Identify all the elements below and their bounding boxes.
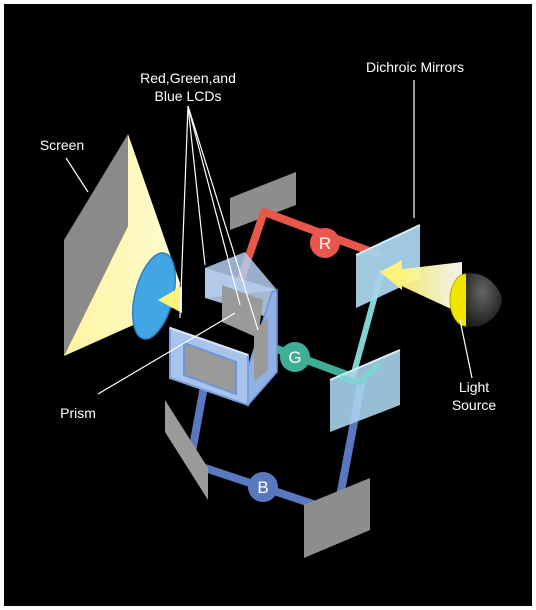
prism-label: Prism (60, 405, 96, 421)
light-beam-arrow (380, 260, 402, 290)
blue-mirror-bottom (304, 478, 370, 558)
prism-pointer (97, 312, 236, 395)
screen-label: Screen (40, 137, 84, 153)
dichroic-mirror-upper-edge (355, 224, 421, 256)
lcd-pointer-1 (187, 105, 206, 266)
blue-mirror-left (165, 400, 208, 500)
output-beam-arrow (158, 286, 182, 313)
lcds-label-line2: Blue LCDs (155, 88, 222, 104)
blue-lcd-panel (183, 341, 237, 396)
dichroic-mirror-lower-edge (329, 349, 401, 381)
light-source-label-line1: Light (459, 379, 489, 395)
light-pointer (459, 319, 473, 379)
green-beam-label: G (288, 348, 301, 367)
lcd-pointer-2 (187, 105, 241, 306)
green-lcd-panel (254, 318, 268, 382)
light-beam (395, 262, 462, 314)
lcd-pointer-4 (179, 105, 189, 319)
dichroic-mirrors-label: Dichroic Mirrors (366, 59, 464, 75)
lcds-label-line1: Red,Green,and (140, 70, 236, 86)
red-beam-marker (310, 228, 340, 258)
dichroic-mirror-upper (356, 225, 420, 308)
blue-beam-label: B (257, 478, 268, 497)
dichroic-mirror-lower (330, 350, 400, 432)
bulb-housing (466, 273, 502, 327)
prism-edge (169, 327, 249, 356)
lcd-pointer-3 (187, 105, 259, 331)
red-beam-label: R (319, 234, 331, 253)
cyan-reflection (339, 361, 383, 386)
green-beam-marker (280, 342, 310, 372)
screen-panel (64, 134, 128, 356)
light-source-label-line2: Source (452, 397, 497, 413)
red-reflecting-mirror (230, 172, 296, 230)
screen-pointer (65, 157, 89, 193)
red-lcd-panel (222, 285, 263, 338)
blue-beam-marker (248, 472, 278, 502)
